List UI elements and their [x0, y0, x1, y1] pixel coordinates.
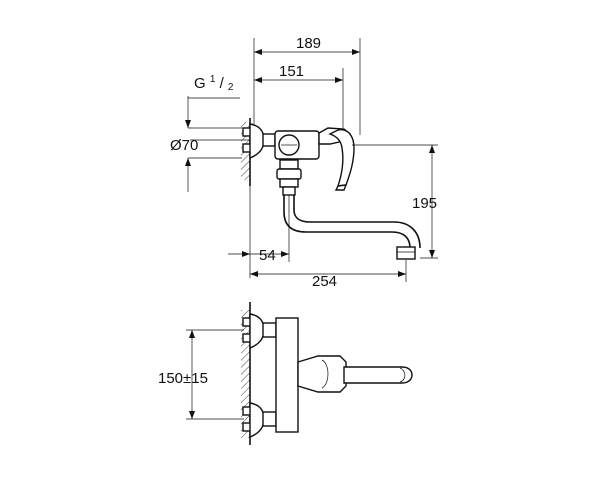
- aerator: [396, 246, 416, 260]
- spout-nut-upper: [279, 159, 299, 170]
- arrow-151-left: [254, 77, 262, 83]
- arrow-d70: [185, 158, 191, 166]
- eccentric-connector: [262, 133, 276, 147]
- lever-tip-front: [399, 367, 406, 383]
- dim-151-label: 151: [279, 63, 304, 80]
- wall-hatch-bottom: [241, 310, 250, 438]
- rosette-upper: [249, 313, 265, 350]
- mixer-body-front: [275, 317, 299, 433]
- arrow-54-right: [281, 251, 289, 257]
- arrow-189-right: [352, 49, 360, 55]
- cartridge-front: [297, 355, 347, 393]
- dim-189-label: 189: [296, 35, 321, 52]
- dim-254-label: 254: [312, 273, 337, 290]
- arrow-54-left: [242, 251, 250, 257]
- arrow-195-bottom: [429, 250, 435, 258]
- connector-lower: [262, 411, 277, 427]
- connector-upper: [262, 322, 277, 338]
- spout-tube-inner: [293, 195, 421, 249]
- arrow-151-right: [335, 77, 343, 83]
- arrow-254-left: [250, 271, 258, 277]
- thread-label: G 1 / 2: [194, 69, 234, 93]
- arrow-150-top: [189, 330, 195, 338]
- arrow-thread: [185, 120, 191, 128]
- spout-tube: [283, 195, 411, 249]
- dim-195-label: 195: [412, 195, 437, 212]
- spout-nut-lower: [279, 178, 299, 188]
- lever-tip: [334, 184, 348, 191]
- dim-150-label: 150±15: [158, 370, 208, 387]
- dim-d70-label: Ø70: [170, 137, 198, 154]
- side-view: 189 151 G 1 / 2 Ø70 195: [170, 35, 438, 290]
- rosette: [249, 123, 265, 160]
- lever-front: [343, 366, 413, 384]
- spout-nut-middle: [276, 168, 302, 180]
- rosette-lower: [249, 402, 265, 439]
- cartridge-detail: [321, 359, 329, 389]
- arrow-254-right: [398, 271, 406, 277]
- dim-54-label: 54: [259, 247, 276, 264]
- front-view: 150±15: [158, 302, 413, 445]
- arrow-189-left: [254, 49, 262, 55]
- arrow-195-top: [429, 145, 435, 153]
- arrow-150-bottom: [189, 411, 195, 419]
- spout-ring: [282, 186, 296, 196]
